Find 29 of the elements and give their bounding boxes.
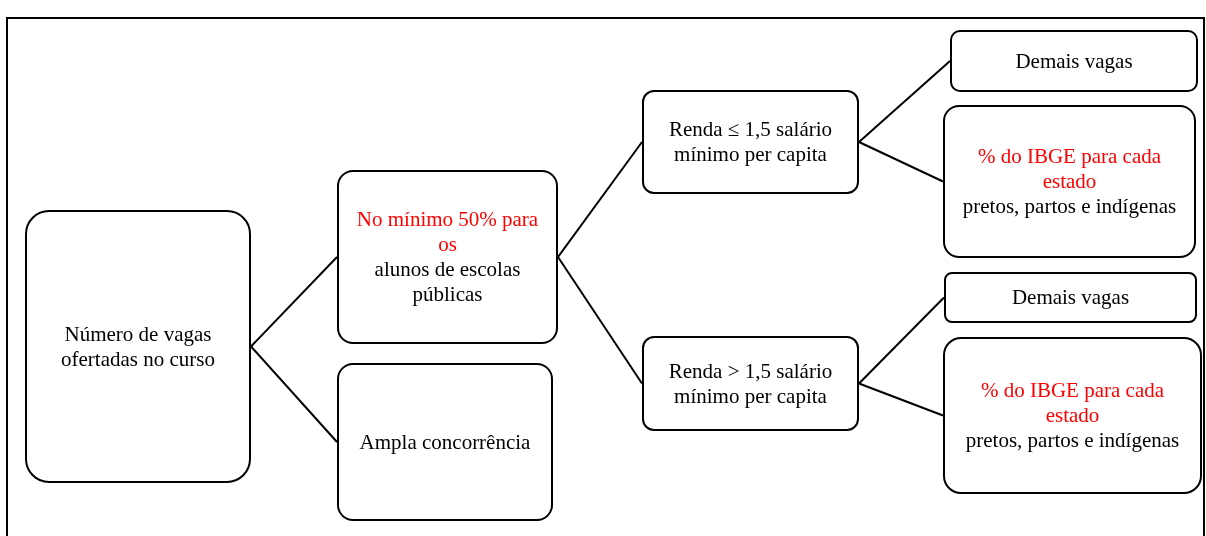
rounded-box: [943, 105, 1196, 258]
box-text: No mínimo 50% para os: [355, 207, 540, 257]
rounded-box: [337, 363, 553, 521]
rounded-box: [25, 210, 251, 483]
box-text: % do IBGE para cada estado: [979, 378, 1166, 428]
connector-line: [250, 345, 338, 443]
rounded-box: [642, 336, 859, 431]
connector-line: [858, 382, 944, 417]
rounded-box: [950, 30, 1198, 92]
connector-line: [858, 296, 945, 385]
box-text: pretos, partos e indígenas: [965, 427, 1180, 453]
box-text: Ampla concorrência: [359, 429, 531, 455]
rounded-box: [642, 90, 859, 194]
rounded-box: [943, 337, 1202, 494]
box-text: % do IBGE para cada estado: [976, 144, 1163, 194]
box-text: pretos, partos e indígenas: [962, 193, 1177, 219]
connector-line: [557, 256, 643, 385]
rounded-box: [944, 272, 1197, 323]
connector-line: [250, 256, 338, 348]
box-text: Renda ≤ 1,5 salário mínimo per capita: [667, 117, 834, 167]
box-text: alunos de escolas públicas: [373, 257, 522, 307]
connector-line: [557, 141, 643, 258]
box-text: Demais vagas: [1011, 285, 1130, 310]
box-text: Número de vagas ofertadas no curso: [60, 321, 216, 372]
rounded-box: [337, 170, 558, 344]
box-text: Renda > 1,5 salário mínimo per capita: [667, 358, 834, 409]
box-text: Demais vagas: [1015, 48, 1133, 74]
connector-line: [858, 141, 944, 183]
connector-line: [858, 60, 951, 143]
